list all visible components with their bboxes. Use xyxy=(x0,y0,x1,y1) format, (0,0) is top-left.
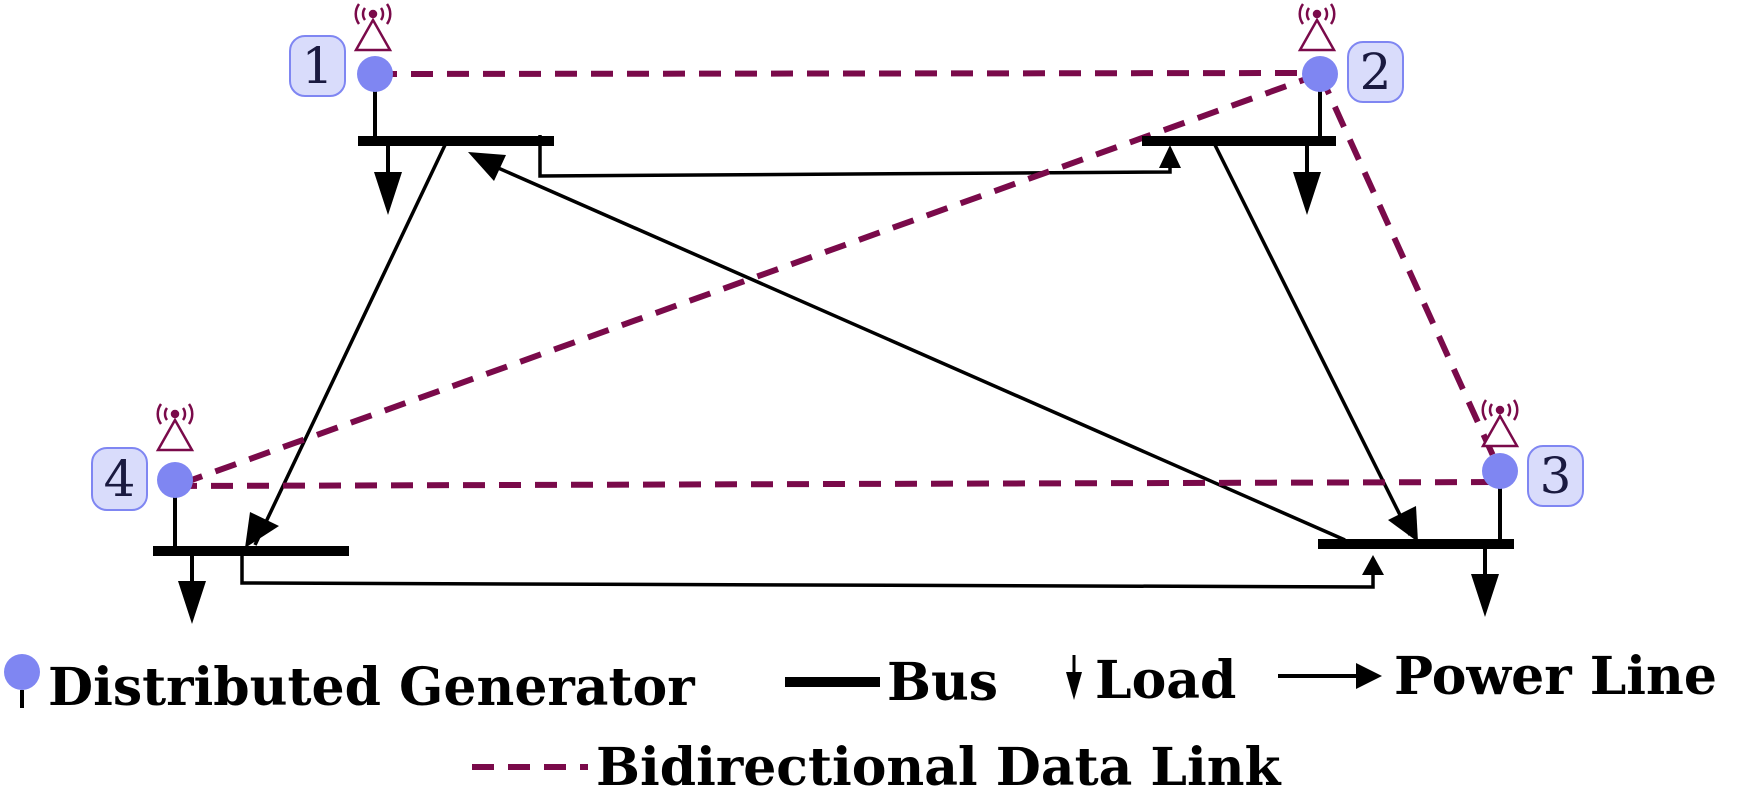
generators xyxy=(157,56,1518,498)
power-line-4-3 xyxy=(240,550,1375,589)
node-label-3: 3 xyxy=(1540,447,1572,505)
power-line-4-3-arrowhead xyxy=(1362,555,1384,575)
data-link-1-2 xyxy=(374,70,1321,77)
generator-2 xyxy=(1302,56,1338,92)
bus-1 xyxy=(358,136,554,146)
node-badges: 1 2 3 4 xyxy=(91,35,1584,511)
power-line-1-2-arrowhead xyxy=(1159,145,1181,168)
data-link-2-3 xyxy=(1317,72,1503,473)
node-label-4: 4 xyxy=(104,450,136,508)
legend-data-link-label: Bidirectional Data Link xyxy=(596,737,1282,790)
legend-generator-label: Distributed Generator xyxy=(48,657,695,718)
load-3 xyxy=(1471,549,1499,617)
power-line-2-3 xyxy=(1213,144,1412,536)
generator-3 xyxy=(1482,453,1518,489)
node-badge-2: 2 xyxy=(1347,41,1404,103)
legend-bus-label: Bus xyxy=(887,652,998,713)
antenna-icon xyxy=(155,403,195,452)
data-links xyxy=(173,70,1503,489)
legend-power-line: Power Line xyxy=(1278,646,1717,707)
antenna-icon xyxy=(1480,399,1520,448)
power-line-1-4-arrowhead xyxy=(245,512,279,548)
legend: Distributed Generator Bus Load Power Lin… xyxy=(4,646,1717,790)
antenna-icon xyxy=(1297,3,1337,52)
power-line-2-3-arrowhead xyxy=(1388,506,1418,542)
legend-bus: Bus xyxy=(785,652,998,713)
node-badge-4: 4 xyxy=(91,447,148,511)
antenna-icon xyxy=(353,3,393,52)
power-line-3-1 xyxy=(479,158,1346,542)
legend-load: Load xyxy=(1066,650,1236,711)
node-label-2: 2 xyxy=(1360,43,1392,101)
generator-1 xyxy=(357,56,393,92)
loads xyxy=(178,146,1499,624)
load-1 xyxy=(374,146,402,215)
generator-4 xyxy=(157,462,193,498)
legend-load-label: Load xyxy=(1095,650,1236,711)
bus-2 xyxy=(1142,136,1336,146)
data-link-4-3 xyxy=(174,479,1501,489)
buses xyxy=(153,136,1514,556)
node-badge-1: 1 xyxy=(289,35,346,97)
power-line-1-2 xyxy=(538,135,1172,178)
bus-3 xyxy=(1318,539,1514,549)
bus-4 xyxy=(153,546,349,556)
power-lines xyxy=(240,135,1418,589)
node-badge-3: 3 xyxy=(1527,445,1584,507)
legend-data-link: Bidirectional Data Link xyxy=(472,737,1282,790)
power-line-3-1-arrowhead xyxy=(468,152,506,181)
load-2 xyxy=(1293,146,1321,215)
power-line-1-4 xyxy=(253,144,447,546)
legend-generator: Distributed Generator xyxy=(4,654,695,718)
node-label-1: 1 xyxy=(302,37,334,95)
antennas xyxy=(155,3,1520,452)
legend-power-line-label: Power Line xyxy=(1394,646,1717,707)
load-4 xyxy=(178,556,206,624)
data-link-2-4 xyxy=(173,71,1322,489)
